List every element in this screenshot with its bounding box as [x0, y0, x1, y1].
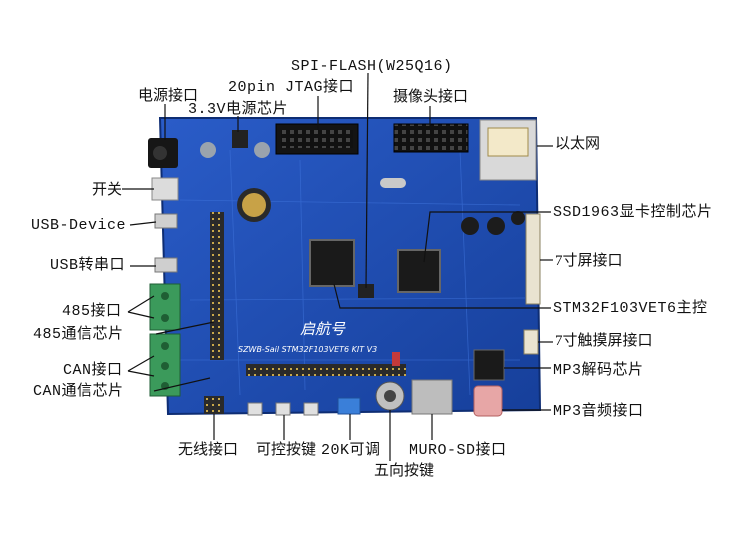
label-wireless: 无线接口	[178, 442, 239, 458]
label-mp3-chip: MP3解码芯片	[553, 362, 644, 379]
user-keys	[247, 402, 319, 416]
leader-can-interface-b	[127, 370, 155, 377]
label-switch: 开关	[92, 182, 123, 198]
spi-flash-chip	[358, 284, 374, 298]
sd-socket	[411, 379, 453, 415]
leader-ssd1963	[423, 211, 551, 263]
gpio-header	[210, 212, 224, 360]
wireless-header	[204, 396, 224, 414]
mp3-chip	[473, 349, 505, 381]
label-rs485-chip: 485通信芯片	[33, 326, 124, 343]
usb-device-connector	[154, 213, 178, 229]
silkscreen-title: 启航号	[300, 320, 346, 338]
label-power-chip: 3.3V电源芯片	[188, 101, 289, 118]
label-can-interface: CAN接口	[63, 362, 123, 379]
label-sd: MURO-SD接口	[409, 442, 507, 459]
potentiometer	[337, 397, 361, 415]
leader-mcu	[333, 283, 551, 309]
label-jtag: 20pin JTAG接口	[228, 79, 355, 96]
leader-rs485-interface	[127, 295, 155, 313]
lcd-connector	[525, 213, 541, 305]
leader-spi-flash	[365, 72, 369, 289]
label-ethernet: 以太网	[555, 136, 601, 152]
camera-header	[393, 123, 469, 153]
touch-connector	[523, 329, 539, 355]
label-camera: 摄像头接口	[393, 89, 469, 105]
label-rs485-interface: 485接口	[62, 303, 122, 320]
rs485-terminal	[149, 283, 181, 331]
leader-can-chip	[153, 377, 211, 392]
silkscreen-model: SZWB-Sail STM32F103VET6 KIT V3	[238, 345, 377, 354]
regulator-chip	[232, 130, 248, 148]
mcu-chip	[309, 239, 355, 287]
leader-lines	[122, 72, 553, 461]
leader-rs485-chip	[155, 321, 215, 335]
ssd1963-chip	[397, 249, 441, 293]
label-usb-serial: USB转串口	[50, 257, 126, 274]
label-lcd7: 7寸屏接口	[555, 253, 623, 269]
audio-jack	[473, 385, 503, 417]
label-spi-flash: SPI-FLASH(W25Q16)	[291, 58, 453, 75]
label-can-chip: CAN通信芯片	[33, 383, 124, 400]
label-power-interface: 电源接口	[138, 88, 199, 104]
label-mcu: STM32F103VET6主控	[553, 300, 708, 317]
leader-usb-device	[129, 221, 157, 226]
label-keys: 可控按键	[256, 442, 317, 458]
leader-can-interface	[127, 355, 155, 372]
usb-serial-connector	[154, 257, 178, 273]
label-usb-device: USB-Device	[31, 217, 127, 234]
label-mp3-audio: MP3音频接口	[553, 403, 644, 420]
leader-rs485-interface-b	[127, 311, 155, 319]
label-touch7: 7寸触摸屏接口	[555, 333, 653, 349]
label-ssd1963: SSD1963显卡控制芯片	[553, 204, 713, 221]
power-switch	[151, 177, 179, 201]
label-potentiometer: 20K可调	[321, 442, 381, 459]
label-joystick: 五向按键	[374, 463, 435, 479]
pcb-traces	[179, 149, 526, 396]
